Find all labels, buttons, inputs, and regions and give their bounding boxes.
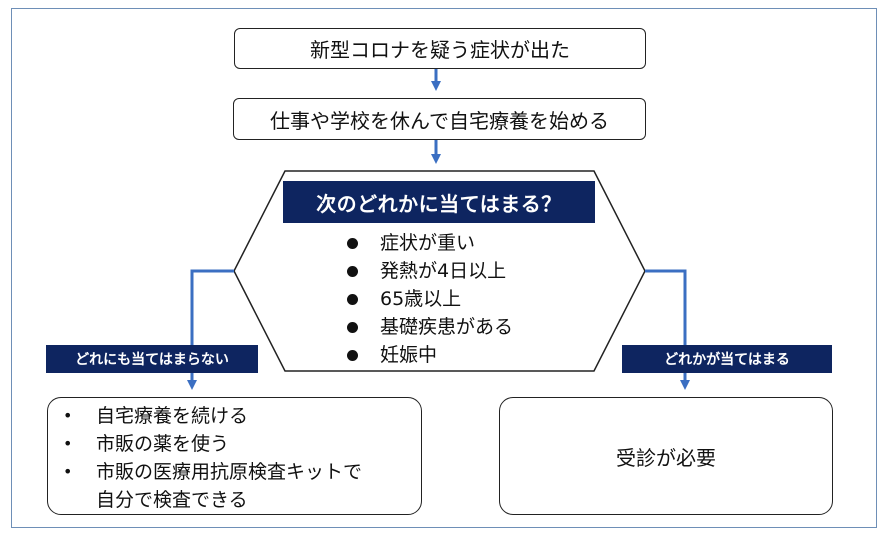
branch-yes-label: どれかが当てはまる [622, 345, 832, 373]
condition-item: 妊娠中 [343, 341, 513, 369]
consultation-needed-text: 受診が必要 [616, 445, 716, 470]
condition-item: 基礎疾患がある [343, 313, 513, 341]
list-item: •市販の医療用抗原検査キットで 自分で検査できる [63, 461, 363, 511]
step-symptoms-box: 新型コロナを疑う症状が出た [234, 28, 646, 69]
bullet-dot-icon [347, 293, 358, 305]
branch-yes-box: 受診が必要 [499, 397, 833, 515]
question-title: 次のどれかに当てはまる？ [283, 181, 595, 223]
condition-item: 発熱が4日以上 [343, 257, 513, 285]
condition-item: 65歳以上 [343, 285, 513, 313]
condition-list: 症状が重い 発熱が4日以上 65歳以上 基礎疾患がある 妊娠中 [343, 229, 513, 369]
list-item: •自宅療養を続ける [63, 405, 249, 427]
branch-no-label: どれにも当てはまらない [46, 345, 258, 373]
bullet-dot-icon [347, 321, 358, 333]
bullet-dot-icon [347, 349, 358, 361]
diagram-frame [11, 8, 877, 528]
bullet-dot-icon [347, 237, 358, 249]
step-symptoms-text: 新型コロナを疑う症状が出た [310, 38, 570, 62]
bullet-dot-icon [347, 265, 358, 277]
self-care-list: •自宅療養を続ける •市販の薬を使う •市販の医療用抗原検査キットで 自分で検査… [48, 402, 421, 514]
branch-no-box: •自宅療養を続ける •市販の薬を使う •市販の医療用抗原検査キットで 自分で検査… [47, 397, 422, 515]
list-item: •市販の薬を使う [63, 433, 230, 455]
step-home-care-text: 仕事や学校を休んで自宅療養を始める [270, 108, 609, 133]
condition-item: 症状が重い [343, 229, 513, 257]
step-home-care-box: 仕事や学校を休んで自宅療養を始める [233, 98, 646, 140]
